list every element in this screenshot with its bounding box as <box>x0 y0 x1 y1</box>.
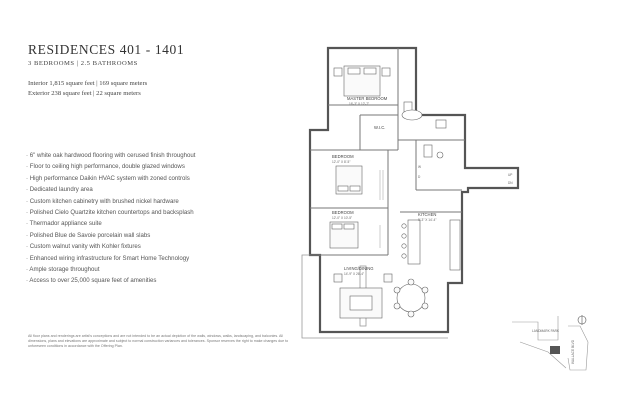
label-down: DN <box>508 181 513 185</box>
feature-item: · Custom walnut vanity with Kohler fixtu… <box>26 243 141 251</box>
room-label-bedroom1: BEDROOM <box>332 154 354 159</box>
feature-item: · High performance Daikin HVAC system wi… <box>26 174 190 182</box>
page-title: RESIDENCES 401 - 1401 <box>28 42 185 57</box>
feature-item: · Custom kitchen cabinetry with brushed … <box>26 197 179 205</box>
label-dryer: D <box>418 175 421 179</box>
keyplan-label-top: LANDMARK PARK <box>532 329 560 333</box>
room-dim-kitchen: 9'-3" X 14'-4" <box>418 218 436 222</box>
feature-list: · 6" white oak hardwood flooring with ce… <box>26 150 196 287</box>
feature-item: · Thermador appliance suite <box>26 220 102 228</box>
key-plan: LANDMARK PARK WALLACE BLVD <box>512 315 589 371</box>
room-dim-bedroom2: 12'-0" X 10'-5" <box>332 216 352 220</box>
room-dim-bedroom1: 12'-0" X 8'-5" <box>332 160 350 164</box>
label-up: UP <box>508 173 512 177</box>
keyplan-label-right: WALLACE BLVD <box>571 339 575 364</box>
feature-item: · Polished Blue de Savoie porcelain wall… <box>26 231 151 239</box>
room-label-living: LIVING/DINING <box>344 266 374 271</box>
floor-plan: MASTER BEDROOM 16'-3" X 12'-7" W.I.C. BE… <box>301 46 520 339</box>
room-label-master: MASTER BEDROOM <box>347 96 388 101</box>
legal-disclaimer: All floor plans and renderings are artis… <box>28 334 289 349</box>
room-dim-living: 14'-9" X 26'-4" <box>344 272 364 276</box>
room-dim-master: 16'-3" X 12'-7" <box>349 102 369 106</box>
feature-item: · Ample storage throughout <box>26 265 100 273</box>
label-washer: W <box>418 165 421 169</box>
feature-item: · Polished Cielo Quartzite kitchen count… <box>26 208 194 216</box>
room-label-bedroom2: BEDROOM <box>332 210 354 215</box>
interior-area: Interior 1,815 square feet | 169 square … <box>28 80 148 87</box>
feature-item: · Floor to ceiling high performance, dou… <box>26 163 185 171</box>
feature-item: · Dedicated laundry area <box>26 186 93 194</box>
feature-item: · 6" white oak hardwood flooring with ce… <box>26 152 196 159</box>
feature-item: · Access to over 25,000 square feet of a… <box>26 277 157 285</box>
feature-item: · Enhanced wiring infrastructure for Sma… <box>26 254 190 262</box>
room-label-kitchen: KITCHEN <box>418 212 436 217</box>
exterior-area: Exterior 238 square feet | 22 square met… <box>28 90 141 97</box>
bed-bath-count: 3 BEDROOMS | 2.5 BATHROOMS <box>28 60 138 67</box>
room-label-wic: W.I.C. <box>374 125 385 130</box>
